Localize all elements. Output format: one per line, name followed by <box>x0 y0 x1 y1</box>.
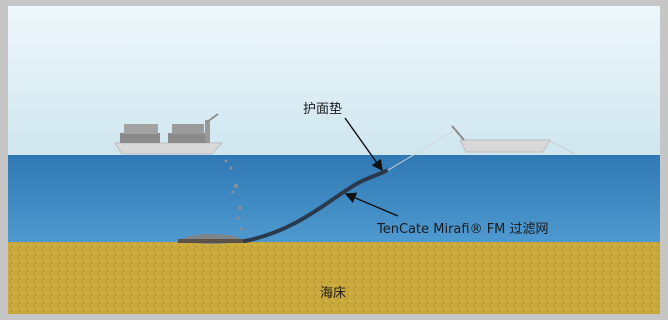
seabed-label: 海床 <box>320 286 347 301</box>
pontoon-barge-icon <box>384 125 576 173</box>
cargo-ship-icon <box>114 113 224 155</box>
filter-fabric-label: TenCate Mirafi® FM 过滤网 <box>377 222 549 237</box>
revetment-mat-arrow <box>344 117 383 172</box>
sky <box>8 6 660 156</box>
rock-pile-icon <box>178 234 244 244</box>
filter-fabric-arrow <box>344 192 399 217</box>
seabed-area <box>8 242 660 314</box>
revetment-mat-label: 护面垫 <box>303 102 343 117</box>
filter-fabric-line <box>243 169 388 243</box>
falling-rocks <box>224 159 243 231</box>
